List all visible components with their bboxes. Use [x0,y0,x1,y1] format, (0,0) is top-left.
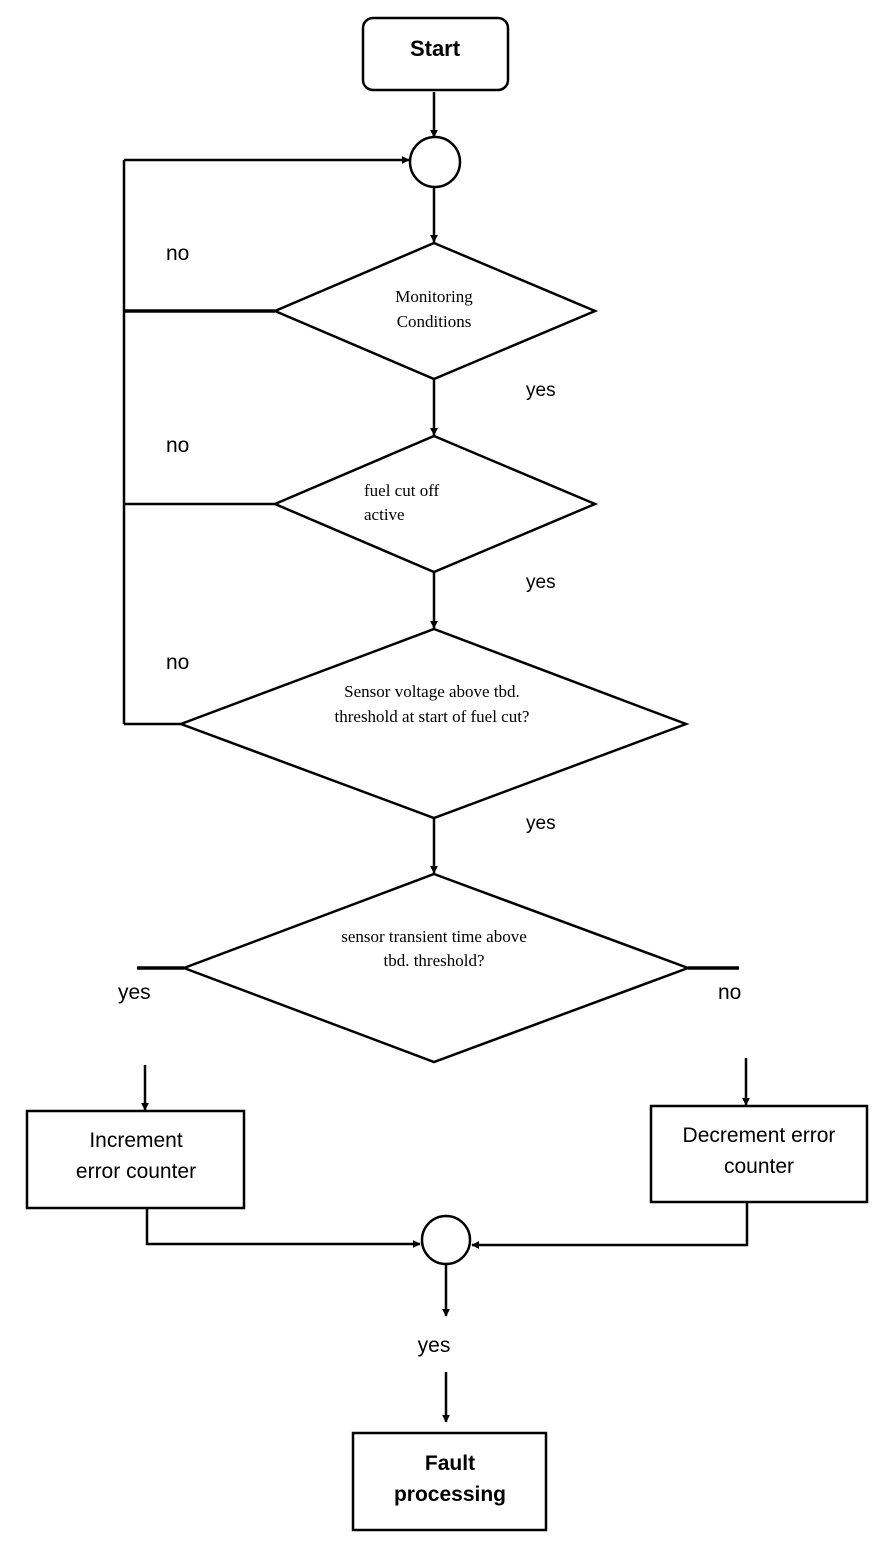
fault-label-line2: processing [394,1483,506,1506]
fuel-cut-label-line1: fuel cut off [364,481,440,500]
increment-error-counter-node [25,1109,246,1210]
arrow-increment-to-merge [145,1209,421,1248]
loop-connector [408,135,462,189]
monitoring-label-line2: Conditions [397,312,472,331]
no-label-transient: no [718,981,741,1004]
no-label-monitoring: no [166,242,189,265]
start-label: Start [410,36,461,61]
yes-label-sensor-voltage: yes [526,813,556,834]
transient-time-decision [180,872,692,1064]
sensor-voltage-decision [177,627,690,820]
no-label-sensor-voltage: no [166,651,189,674]
sensor-voltage-label-line2: threshold at start of fuel cut? [335,707,530,726]
increment-label-line2: error counter [76,1160,196,1183]
transient-label-line2: tbd. threshold? [383,951,484,970]
yes-label-fuel-cut: yes [526,572,556,593]
arrow-decrement-to-merge [471,1203,749,1249]
transient-label-line1: sensor transient time above [341,927,527,946]
increment-label-line1: Increment [89,1129,183,1152]
yes-label-monitoring: yes [526,380,556,401]
fault-processing-node [351,1431,548,1532]
decrement-error-counter-node [649,1104,869,1204]
decrement-label-line2: counter [724,1155,794,1178]
monitoring-label-line1: Monitoring [395,287,473,306]
yes-label-transient: yes [118,981,151,1004]
fuel-cut-decision [271,434,599,574]
yes-label-merge: yes [418,1334,451,1357]
start-node [361,16,510,92]
decrement-label-line1: Decrement error [683,1124,836,1147]
fuel-cut-label-line2: active [364,505,405,524]
no-label-fuel-cut: no [166,434,189,457]
sensor-voltage-label-line1: Sensor voltage above tbd. [344,682,520,701]
fault-label-line1: Fault [425,1452,475,1475]
monitoring-conditions-decision [271,241,599,381]
merge-connector [420,1214,472,1266]
